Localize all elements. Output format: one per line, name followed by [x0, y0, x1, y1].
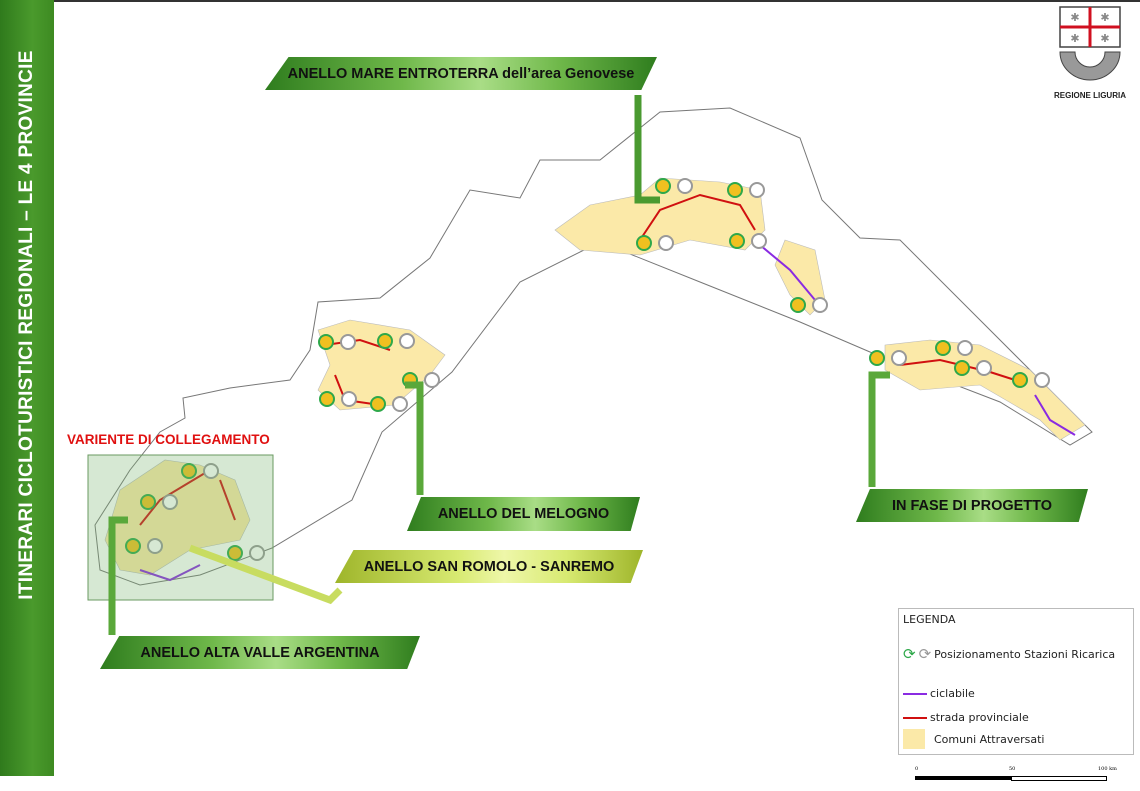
svg-text:✱: ✱: [1100, 12, 1109, 24]
arrow-melogno: [405, 381, 424, 495]
region-outline: [94, 107, 1093, 586]
legend-comuni: Comuni Attraversati: [903, 729, 1044, 749]
charging-station-icon: [751, 233, 767, 249]
scale-100: 100 km: [1098, 766, 1117, 772]
charging-stations: [125, 178, 1050, 561]
charging-station-icon: [677, 178, 693, 194]
charging-station-icon: [140, 494, 156, 510]
charging-station-icon: [636, 235, 652, 251]
label-anello-alta-valle-argentina: ANELLO ALTA VALLE ARGENTINA: [100, 636, 420, 669]
legend-title: LEGENDA: [903, 613, 956, 626]
legend: LEGENDA ⟳ ⟳ Posizionamento Stazioni Rica…: [898, 608, 1134, 755]
charging-station-icon: [147, 538, 163, 554]
charging-station-icon: [957, 340, 973, 356]
charging-station-icon: [976, 360, 992, 376]
svg-text:✱: ✱: [1100, 33, 1109, 45]
logo-text: REGIONE LIGURIA: [1053, 91, 1126, 100]
charging-station-icon: [340, 334, 356, 350]
label-variante: VARIENTE DI COLLEGAMENTO: [67, 432, 270, 447]
charging-station-icon: ⟳: [903, 645, 916, 663]
label-anello-genovese: ANELLO MARE ENTROTERRA dell’area Genoves…: [265, 57, 657, 90]
charging-station-icon: [162, 494, 178, 510]
top-border: [0, 0, 1140, 2]
variante-box: [87, 454, 274, 601]
legend-stations: ⟳ ⟳ Posizionamento Stazioni Ricarica: [903, 645, 1115, 663]
label-anello-san-romolo: ANELLO SAN ROMOLO - SANREMO: [335, 550, 643, 583]
label-anello-melogno: ANELLO DEL MELOGNO: [407, 497, 640, 531]
charging-station-icon: [869, 350, 885, 366]
svg-text:✱: ✱: [1070, 12, 1079, 24]
charging-station-icon: [392, 396, 408, 412]
charging-station-icon: [655, 178, 671, 194]
side-banner: ITINERARI CICLOTURISTICI REGIONALI – LE …: [0, 0, 54, 776]
charging-station-icon: [318, 334, 334, 350]
arrow-progetto: [868, 371, 890, 487]
charging-station-icon: [203, 463, 219, 479]
legend-cycle: ciclabile: [903, 687, 975, 700]
charging-station-icon: [935, 340, 951, 356]
regione-liguria-logo: ✱ ✱ ✱ ✱ REGIONE LIGURIA: [1050, 2, 1130, 100]
charging-station-icon: [790, 297, 806, 313]
charging-station-icon: [727, 182, 743, 198]
charging-station-icon: [749, 182, 765, 198]
charging-station-icon: [249, 545, 265, 561]
charging-station-icon: [319, 391, 335, 407]
svg-text:✱: ✱: [1070, 33, 1079, 45]
charging-station-icon: [812, 297, 828, 313]
charging-station-icon: [125, 538, 141, 554]
legend-cycle-label: ciclabile: [930, 687, 975, 700]
ciclabili: [139, 244, 1076, 582]
charging-station-icon: [1012, 372, 1028, 388]
scale-0: 0: [915, 766, 919, 772]
legend-comuni-label: Comuni Attraversati: [934, 732, 1045, 746]
charging-station-icon: [377, 333, 393, 349]
charging-station-icon: [1034, 372, 1050, 388]
arrow-genovese: [634, 95, 660, 204]
charging-station-icon: [370, 396, 386, 412]
charging-station-icon: [227, 545, 243, 561]
charging-station-icon: [399, 333, 415, 349]
legend-stations-label: Posizionamento Stazioni Ricarica: [934, 647, 1116, 661]
charging-station-icon: [954, 360, 970, 376]
charging-station-icon: [341, 391, 357, 407]
coat-of-arms-icon: ✱ ✱ ✱ ✱: [1059, 6, 1121, 81]
arrow-argentina: [108, 516, 128, 635]
scale-50: 50: [1009, 766, 1016, 772]
label-in-fase-di-progetto: IN FASE DI PROGETTO: [856, 489, 1088, 522]
charging-station-icon: [729, 233, 745, 249]
charging-station-icon: [424, 372, 440, 388]
arrows: [108, 95, 890, 635]
legend-road: strada provinciale: [903, 711, 1029, 724]
legend-road-label: strada provinciale: [930, 711, 1029, 724]
charging-station-gray-icon: ⟳: [918, 645, 932, 663]
charging-station-icon: [891, 350, 907, 366]
charging-station-icon: [181, 463, 197, 479]
charging-station-icon: [658, 235, 674, 251]
arrow-sanromolo: [188, 544, 343, 605]
